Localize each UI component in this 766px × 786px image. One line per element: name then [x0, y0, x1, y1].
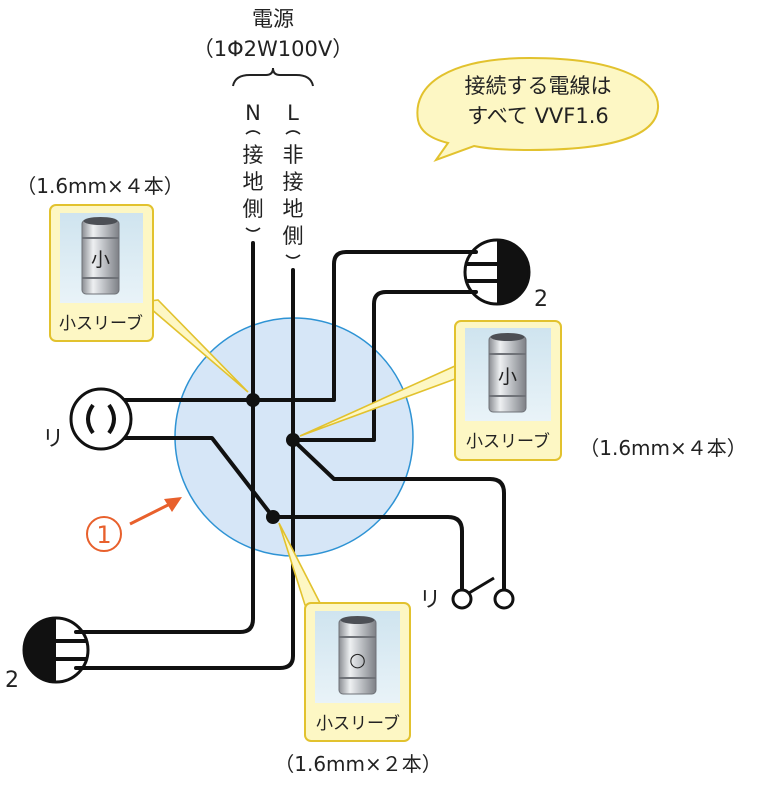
wire-l-main — [74, 268, 295, 670]
wire-top-outlet-neutral — [122, 250, 478, 402]
box-marker-arrow-line — [129, 502, 171, 526]
switch — [451, 576, 515, 610]
switch-label: リ — [419, 588, 441, 613]
sleeve-1-mark: 小 — [91, 249, 110, 271]
sleeve-3-mark: ○ — [349, 649, 366, 671]
lamp-label: リ — [42, 427, 64, 452]
callout-line-2: すべて VVF1.6 — [467, 104, 609, 128]
l-letter: L — [287, 101, 299, 125]
wire-top-outlet-hot — [291, 290, 478, 442]
wire-switch-feed — [291, 438, 506, 599]
wire-n-main — [74, 241, 255, 634]
junction-dot-neutral — [246, 393, 260, 407]
box-marker-number: 1 — [96, 521, 111, 549]
n-letter: N — [245, 101, 261, 125]
box-marker-arrow-head — [164, 497, 182, 512]
l-desc-4: 側 — [283, 224, 304, 248]
power-brace — [232, 67, 314, 87]
lamp-fixture — [69, 387, 133, 451]
sleeve-2-mark: 小 — [498, 366, 517, 388]
n-desc-3: 側 — [243, 197, 264, 221]
outlet-bottom — [22, 616, 90, 684]
wires — [74, 241, 506, 670]
power-spec: （1Φ2W100V） — [193, 37, 353, 61]
n-desc-1: 接 — [243, 143, 264, 167]
callout-line-1: 接続する電線は — [465, 74, 612, 98]
l-paren-close — [285, 254, 301, 259]
n-paren-open — [245, 130, 261, 135]
l-desc-3: 地 — [283, 197, 304, 221]
outlet-top — [463, 238, 531, 306]
outlet-bottom-label: 2 — [5, 668, 19, 693]
sleeve-2-label: 小スリーブ — [466, 431, 550, 452]
sleeve-1-label: 小スリーブ — [59, 313, 143, 334]
l-desc-1: 非 — [283, 143, 304, 167]
sleeve-3-label: 小スリーブ — [316, 713, 400, 734]
sleeve-leaders — [141, 299, 456, 606]
l-paren-open — [285, 130, 301, 135]
junction-dot-lamp — [266, 510, 280, 524]
n-desc-2: 地 — [243, 170, 264, 194]
outlet-top-label: 2 — [534, 287, 548, 312]
sleeve-3-size: （1.6mm×２本） — [274, 752, 442, 776]
box-marker-ring — [86, 516, 122, 552]
sleeve-1-card — [49, 204, 154, 342]
sleeve-1-size: （1.6mm×４本） — [16, 174, 184, 198]
power-title: 電源 — [252, 7, 294, 31]
callout-bubble — [416, 56, 660, 163]
sleeve-2-card — [454, 320, 562, 461]
l-desc-2: 接 — [283, 170, 304, 194]
junction-dot-hot — [286, 433, 300, 447]
sleeve-3-card — [304, 602, 411, 742]
sleeve-2-size: （1.6mm×４本） — [579, 436, 747, 460]
n-paren-close — [245, 227, 261, 232]
wire-lamp-switch — [122, 436, 464, 599]
